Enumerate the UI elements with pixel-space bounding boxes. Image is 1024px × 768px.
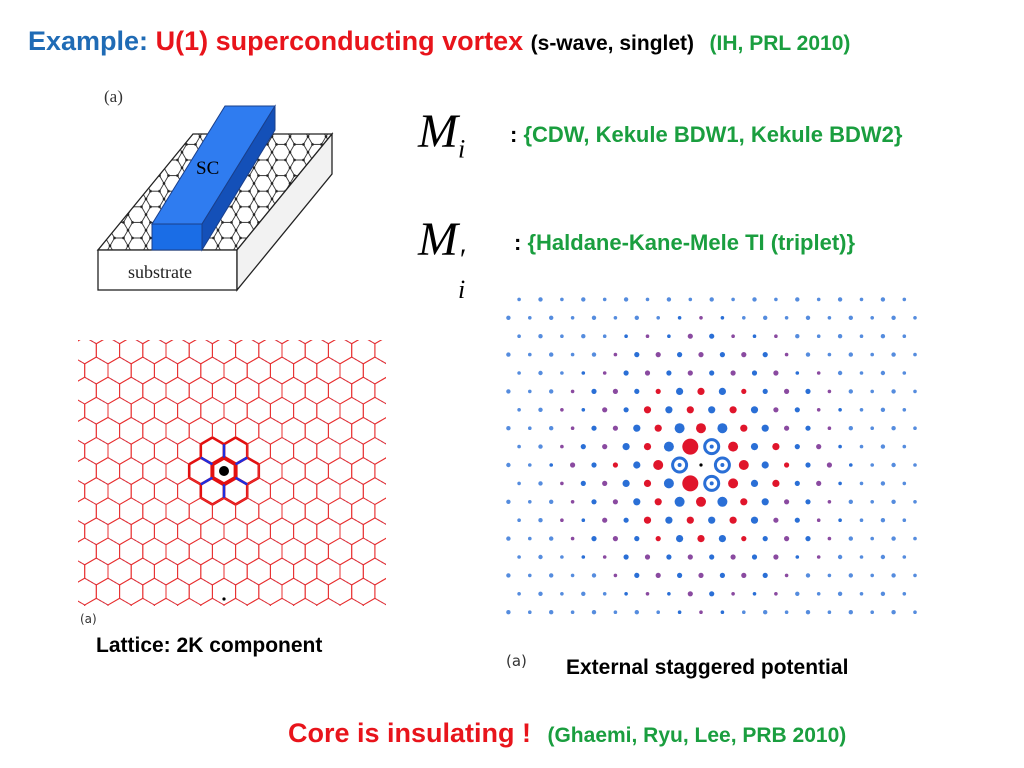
title-wave: (s-wave, singlet)	[530, 32, 695, 55]
lattice-tag: (a)	[80, 612, 97, 626]
title-u1: U(1) superconducting vortex	[155, 26, 524, 56]
m-set-colon: :	[510, 122, 518, 147]
mprime-set-line: : {Haldane-Kane-Mele TI (triplet)}	[514, 230, 855, 256]
lattice-svg	[78, 340, 386, 606]
sc-bar-front	[151, 223, 203, 251]
m-i-letter: M	[418, 105, 458, 158]
lattice-caption: Lattice: 2K component	[96, 634, 323, 657]
potential-figure	[500, 284, 920, 636]
footer-ref: (Ghaemi, Ryu, Lee, PRB 2010)	[547, 724, 847, 747]
m-i-subscript: i	[457, 134, 466, 164]
substrate-side-face	[236, 132, 333, 292]
potential-caption: External staggered potential	[566, 656, 849, 679]
m-prime-letter: M	[418, 213, 458, 266]
potential-svg	[506, 297, 917, 615]
figure-a-label: (a)	[104, 87, 123, 106]
staggered-potential-dots	[506, 297, 917, 615]
m-set-text: {CDW, Kekule BDW1, Kekule BDW2}	[523, 122, 903, 147]
m-prime-i-symbol: M′i	[418, 213, 476, 303]
footer-line: Core is insulating ! (Ghaemi, Ryu, Lee, …	[288, 718, 846, 749]
m-i-symbol: Mi	[418, 108, 465, 163]
substrate-front-face	[97, 249, 238, 291]
mprime-set-text: {Haldane-Kane-Mele TI (triplet)}	[527, 230, 856, 255]
title-ref: (IH, PRL 2010)	[709, 32, 851, 55]
m-prime-superscript: ′	[457, 243, 465, 276]
page-title: Example: U(1) superconducting vortex (s-…	[28, 26, 850, 57]
substrate-label: substrate	[128, 262, 192, 282]
m-set-line: : {CDW, Kekule BDW1, Kekule BDW2}	[510, 122, 902, 148]
honeycomb-lattice	[78, 340, 386, 606]
footer-core: Core is insulating !	[288, 718, 532, 748]
sc-label: SC	[196, 158, 219, 179]
title-example: Example:	[28, 26, 149, 56]
m-prime-subscript: i	[457, 275, 466, 304]
potential-tag: (a)	[506, 652, 527, 670]
mprime-set-colon: :	[514, 230, 522, 255]
lattice-figure	[78, 340, 386, 606]
sc-substrate-figure: (a) SC substrate	[92, 82, 342, 298]
